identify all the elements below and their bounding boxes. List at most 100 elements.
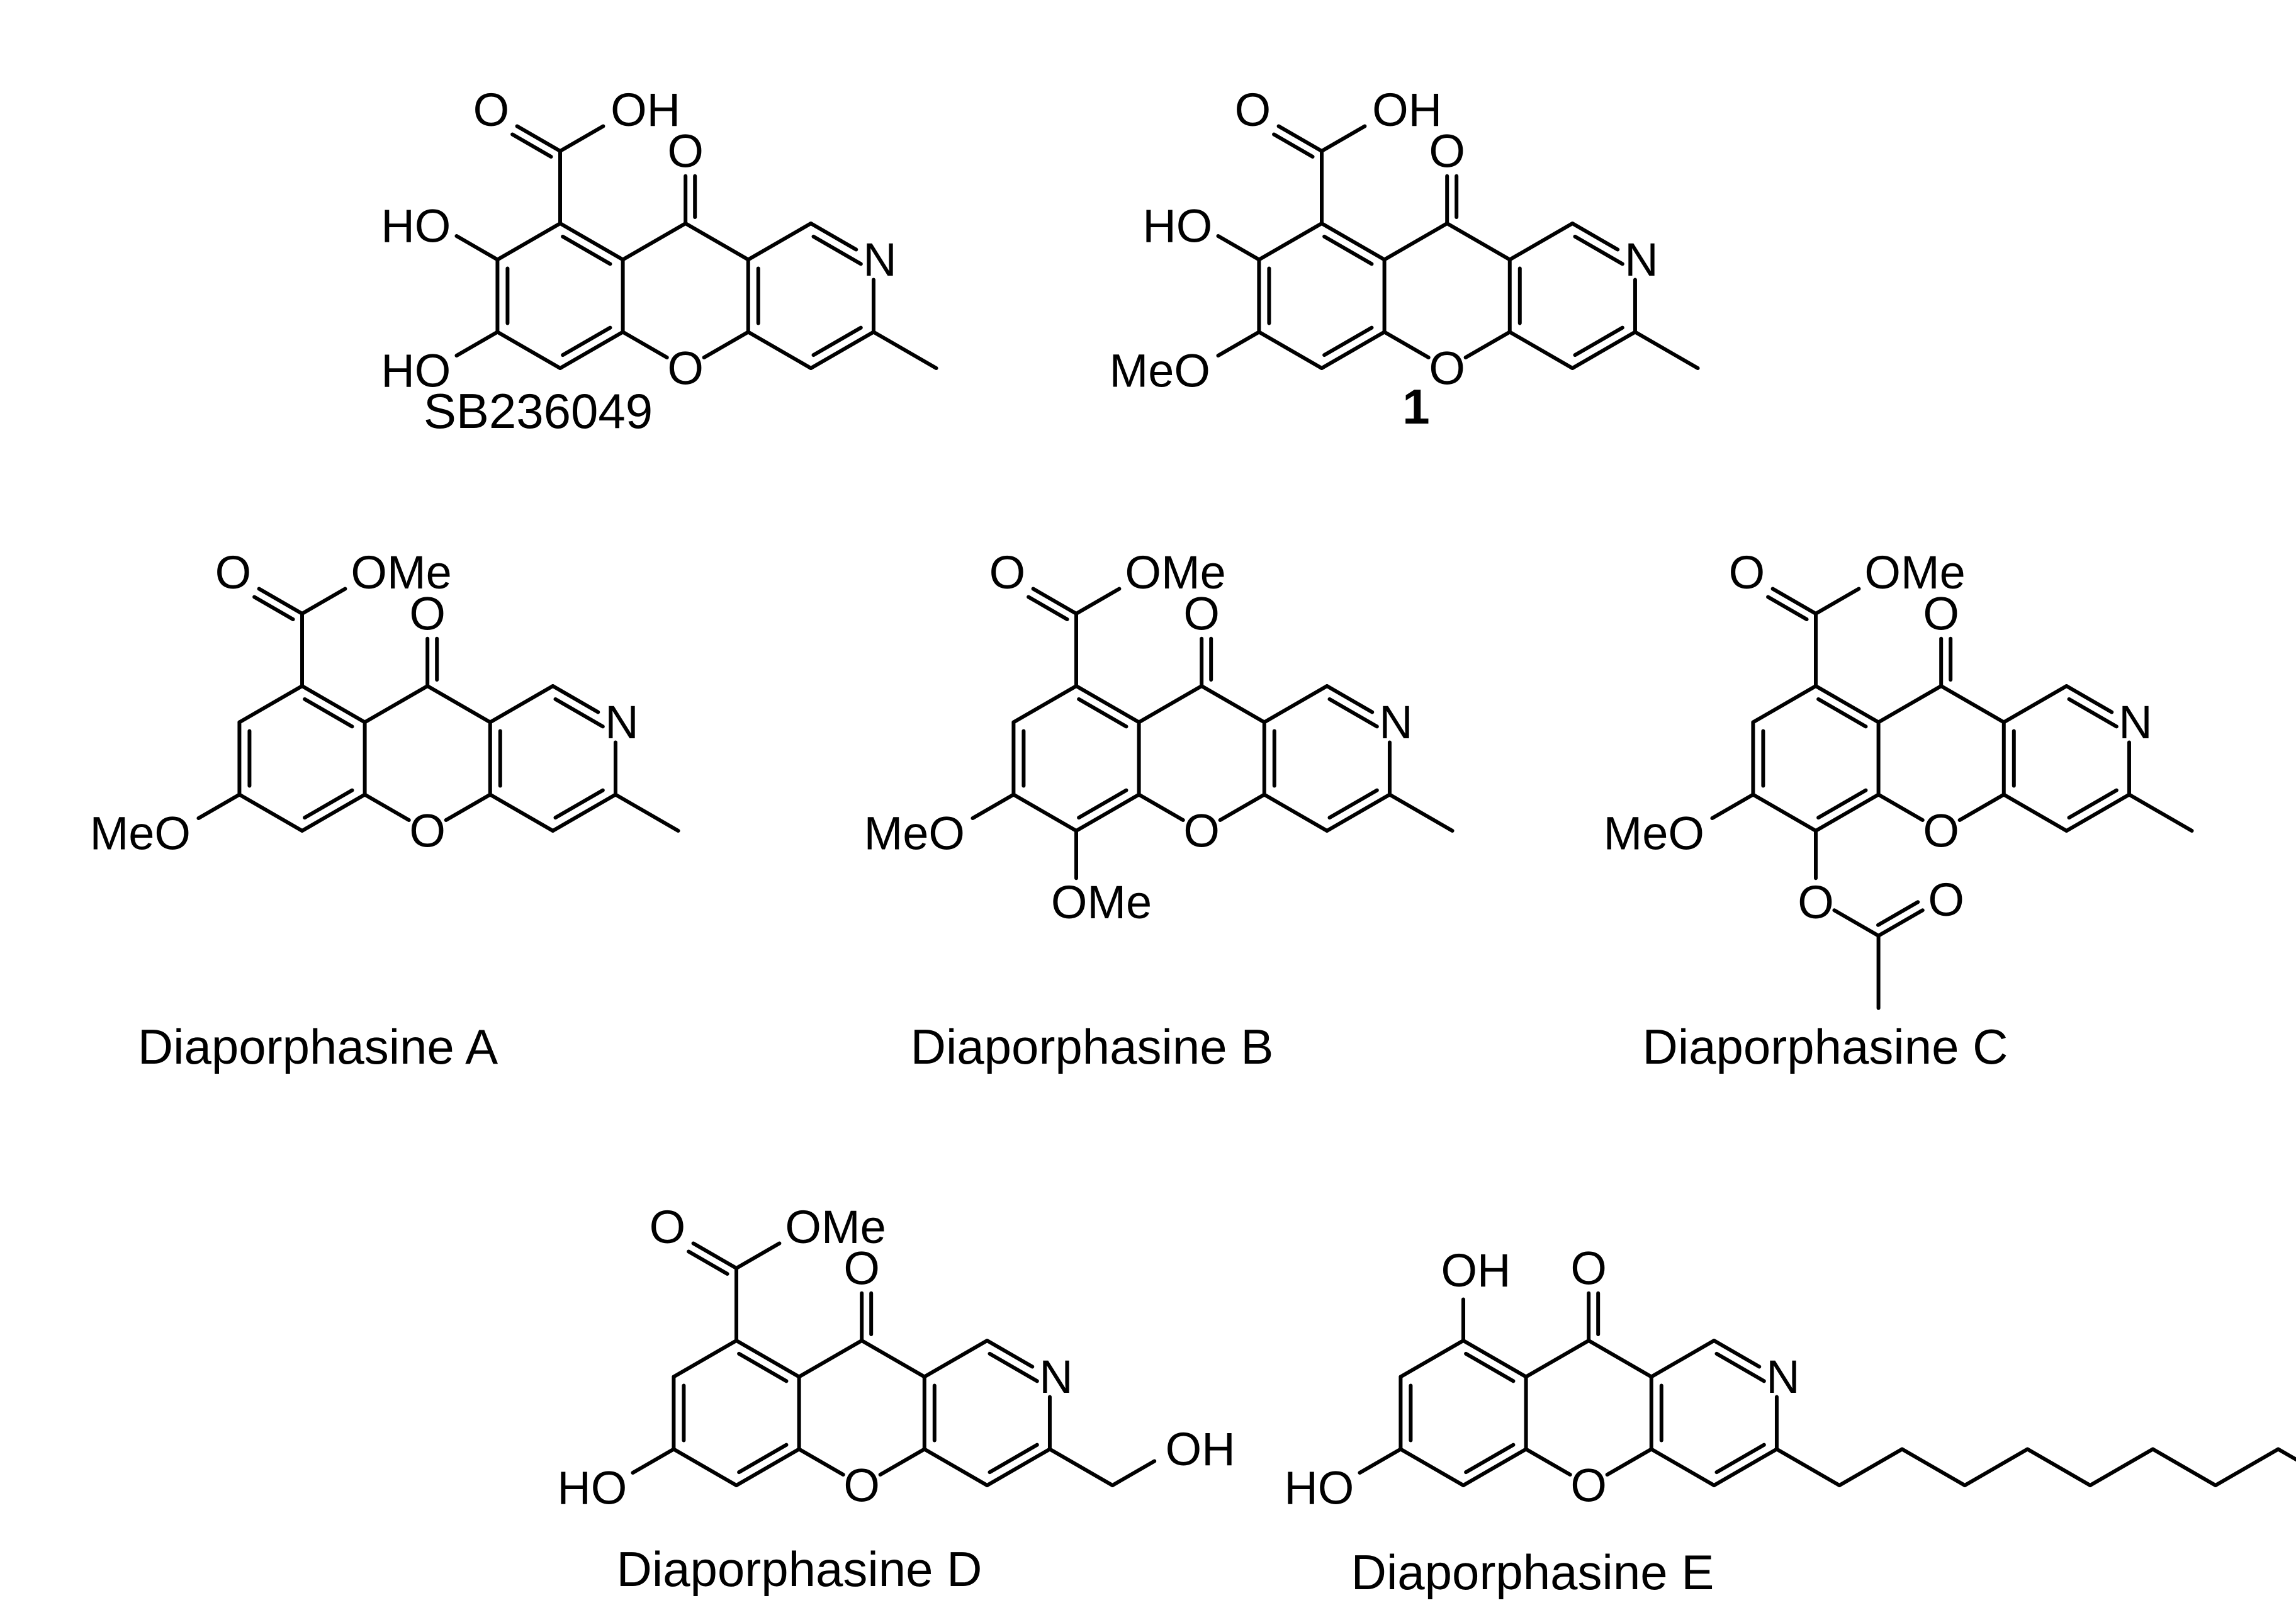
- hydroxymethyl-oh-label: OH: [1166, 1423, 1235, 1475]
- bond: [1957, 792, 2006, 822]
- bond: [551, 792, 617, 833]
- bond: [1011, 792, 1078, 833]
- bond: [2001, 792, 2069, 833]
- double-bond: [1077, 788, 1128, 820]
- bond: [1939, 684, 2006, 724]
- bond: [1876, 908, 1925, 938]
- bond: [1605, 1447, 1653, 1477]
- double-bond: [553, 697, 605, 729]
- bond: [1047, 1447, 1115, 1487]
- bond: [878, 1447, 926, 1477]
- double-bond: [1272, 132, 1315, 159]
- double-bond: [1027, 595, 1069, 621]
- bond: [1382, 222, 1449, 262]
- double-bond: [988, 1351, 1039, 1383]
- bottom-left-substituent-label: MeO: [864, 807, 965, 860]
- double-bond: [303, 788, 354, 820]
- double-bond: [811, 234, 863, 266]
- bond: [1325, 792, 1392, 833]
- bond: [1524, 1339, 1591, 1379]
- bond: [558, 124, 605, 153]
- bond: [702, 330, 750, 359]
- bond: [1814, 792, 1881, 833]
- bond: [1751, 684, 1818, 724]
- bond: [1200, 684, 1266, 724]
- bond: [746, 222, 813, 262]
- double-bond: [1464, 1443, 1516, 1475]
- bond: [257, 587, 304, 616]
- bond: [621, 222, 688, 262]
- double-bond: [1077, 697, 1128, 729]
- bond: [1832, 908, 1881, 938]
- bond: [196, 792, 242, 820]
- bond: [1325, 684, 1375, 714]
- bond: [691, 1241, 738, 1270]
- bond: [495, 222, 562, 262]
- caption-diaporphasine-c: Diaporphasine C: [1642, 1019, 2008, 1074]
- ester-ome-label: OMe: [1864, 546, 1965, 599]
- double-bond: [737, 1443, 789, 1475]
- double-bond: [553, 788, 605, 820]
- double-bond: [561, 325, 612, 357]
- ketone-oxygen-label: O: [1183, 587, 1220, 639]
- carboxyl-oxygen-label: O: [215, 546, 252, 599]
- bond: [871, 330, 938, 370]
- bond: [734, 1339, 801, 1379]
- bond: [684, 222, 750, 262]
- bond: [1257, 330, 1324, 370]
- bond: [1137, 792, 1185, 822]
- bond: [1814, 684, 1881, 724]
- double-bond: [1322, 325, 1374, 357]
- ring-nitrogen-label: N: [605, 696, 638, 748]
- bond: [1216, 330, 1261, 357]
- bond: [1649, 1339, 1716, 1379]
- bond: [300, 792, 367, 833]
- bond: [1587, 1339, 1653, 1379]
- bottom-left-substituent-label: MeO: [90, 807, 191, 860]
- bond: [621, 330, 669, 359]
- double-bond: [687, 1249, 729, 1276]
- ring-nitrogen-label: N: [2119, 696, 2152, 748]
- bond: [1445, 222, 1512, 262]
- double-bond: [1327, 788, 1379, 820]
- bottom-left-substituent-label: HO: [381, 345, 451, 397]
- bond: [1398, 1339, 1465, 1379]
- bond: [558, 330, 625, 370]
- bond: [672, 1339, 738, 1379]
- bond: [1358, 1447, 1403, 1475]
- ester-ome-label: OMe: [351, 546, 451, 599]
- bond: [1074, 587, 1122, 616]
- bottom-left-substituent-label: HO: [1284, 1462, 1354, 1514]
- caption-diaporphasine-b: Diaporphasine B: [911, 1019, 1274, 1074]
- bottom-left-substituent-label: HO: [557, 1462, 627, 1514]
- bond: [1110, 1459, 1157, 1487]
- bond: [985, 1447, 1052, 1487]
- bond: [1570, 222, 1620, 252]
- bond: [797, 1447, 845, 1477]
- ring-oxygen-label: O: [843, 1460, 880, 1512]
- double-bond: [1816, 788, 1868, 820]
- bond: [488, 684, 555, 724]
- alkyl-chain-bond: [2025, 1447, 2092, 1487]
- ketone-oxygen-label: O: [843, 1242, 880, 1294]
- bond: [1074, 792, 1141, 833]
- double-bond: [1816, 697, 1868, 729]
- caption-sb236049: SB236049: [424, 383, 653, 439]
- alkyl-chain-bond: [1962, 1447, 2030, 1487]
- bond: [1461, 1339, 1528, 1379]
- alkyl-chain-bond: [1900, 1447, 1967, 1487]
- bond: [1320, 330, 1387, 370]
- carboxyl-oxygen-label: O: [1235, 84, 1271, 136]
- carboxyl-oxygen-label: O: [1729, 546, 1765, 599]
- double-bond: [252, 595, 295, 621]
- bond: [1876, 792, 1925, 822]
- bond: [1398, 1447, 1465, 1487]
- bond: [1712, 1339, 1762, 1369]
- bond: [1320, 222, 1387, 262]
- top-left-substituent-label: HO: [381, 200, 451, 252]
- top-left-substituent-label: HO: [1142, 200, 1212, 252]
- double-bond: [1876, 900, 1920, 927]
